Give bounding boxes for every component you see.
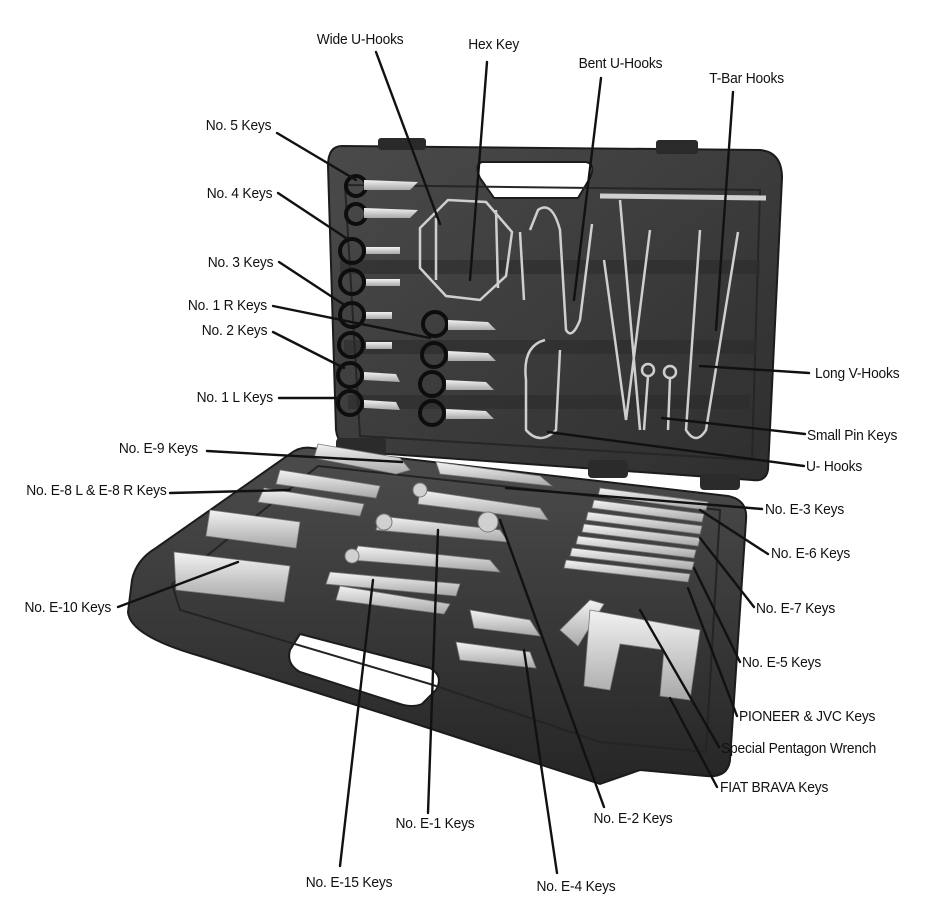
label-special-pentagon-wrench: Special Pentagon Wrench [721,740,877,757]
label-hex-key: Hex Key [468,36,520,53]
label-t-bar-hooks: T-Bar Hooks [709,70,784,87]
lid-wire-hooks [418,193,767,440]
label-e5-keys: No. E-5 Keys [742,654,822,671]
label-e9-keys: No. E-9 Keys [118,440,198,457]
label-u-hooks: U- Hooks [806,458,863,475]
label-e6-keys: No. E-6 Keys [771,545,851,562]
base-key-heads [344,482,499,564]
base-keys [173,443,709,701]
label-small-pin-keys: Small Pin Keys [807,427,898,444]
callout-leader-lines [116,50,811,875]
label-pioneer-jvc-keys: PIONEER & JVC Keys [739,708,876,725]
label-e7-keys: No. E-7 Keys [756,600,836,617]
label-no1l-keys: No. 1 L Keys [196,389,273,406]
label-e2-keys: No. E-2 Keys [593,810,673,827]
label-no1r-keys: No. 1 R Keys [187,297,267,314]
label-no4-keys: No. 4 Keys [206,185,272,202]
label-e8-keys: No. E-8 L & E-8 R Keys [26,482,168,499]
label-long-v-hooks: Long V-Hooks [815,365,900,382]
label-wide-u-hooks: Wide U-Hooks [316,31,404,48]
label-e4-keys: No. E-4 Keys [536,878,616,895]
label-no3-keys: No. 3 Keys [207,254,273,271]
label-no5-keys: No. 5 Keys [205,117,271,134]
lid-ring-keys [336,174,496,427]
label-bent-u-hooks: Bent U-Hooks [578,55,663,72]
label-e3-keys: No. E-3 Keys [765,501,845,518]
label-e1-keys: No. E-1 Keys [395,815,475,832]
label-fiat-brava-keys: FIAT BRAVA Keys [720,779,829,796]
label-e10-keys: No. E-10 Keys [24,599,111,616]
label-e15-keys: No. E-15 Keys [305,874,393,891]
label-no2-keys: No. 2 Keys [201,322,267,339]
